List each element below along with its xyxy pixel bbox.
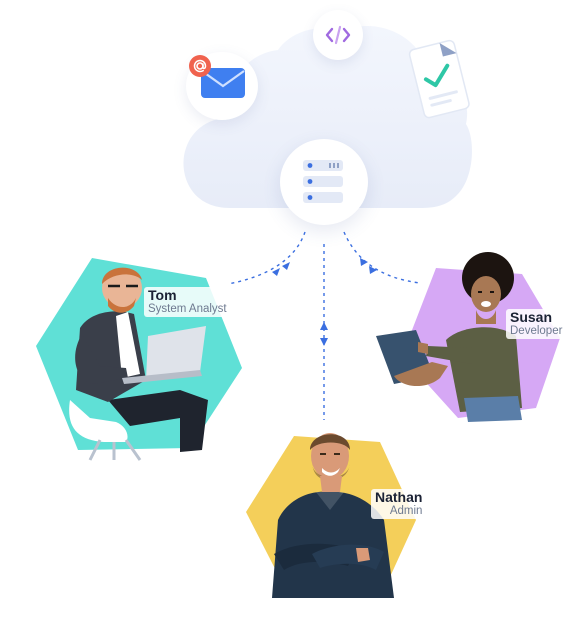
- code-icon: [325, 25, 351, 45]
- server-icon: [303, 160, 343, 203]
- person-name: Tom: [148, 287, 177, 303]
- person-card-susan: [376, 252, 560, 422]
- person-name: Susan: [510, 309, 553, 325]
- person-role: Admin: [389, 504, 423, 517]
- person-role: Developer: [510, 324, 563, 337]
- person-label-susan: Susan Developer: [506, 309, 567, 339]
- person-card-tom: [36, 258, 242, 461]
- document-check-icon: [408, 39, 470, 119]
- at-sign-icon: [189, 55, 211, 77]
- person-name: Nathan: [375, 489, 423, 505]
- email-icon: [201, 68, 245, 98]
- person-label-tom: Tom System Analyst: [144, 287, 231, 317]
- person-card-nathan: [246, 433, 416, 598]
- person-label-nathan: Nathan Admin: [371, 489, 427, 519]
- person-role: System Analyst: [148, 302, 227, 315]
- cloud-shape: [183, 26, 472, 209]
